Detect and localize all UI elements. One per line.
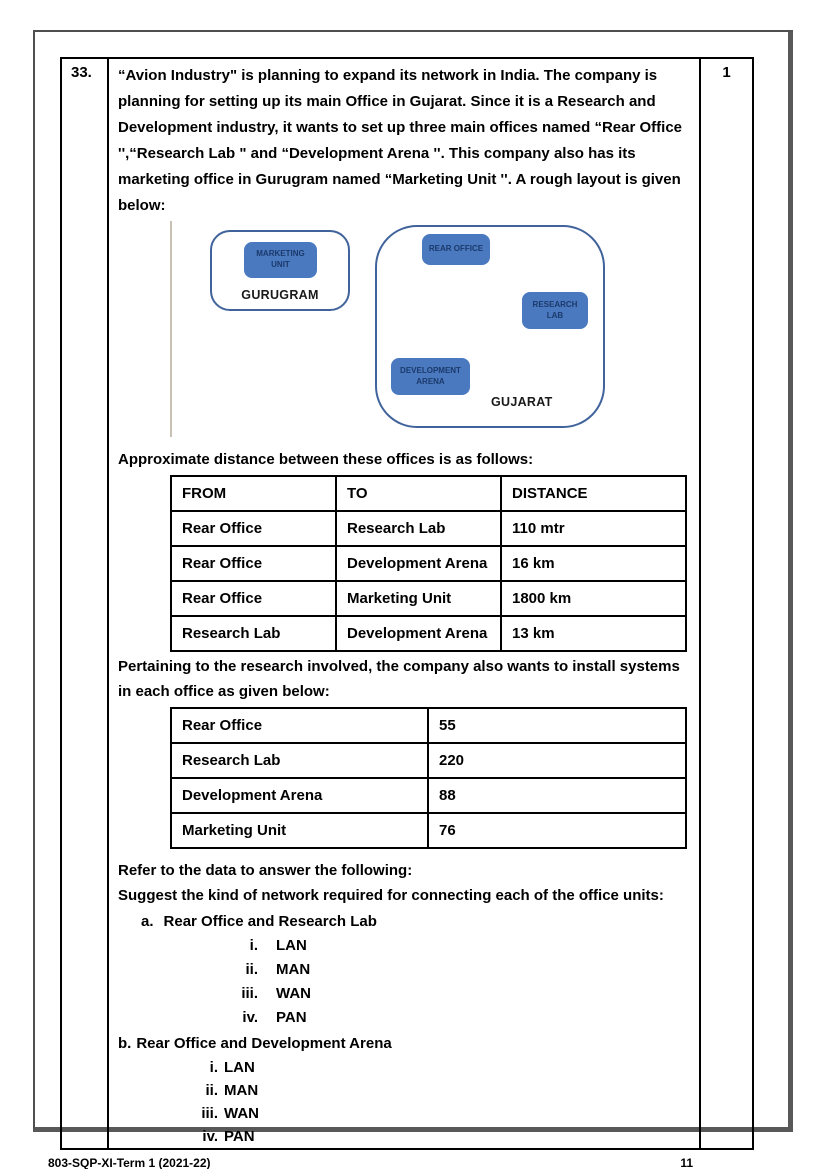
layout-diagram: MARKETING UNIT GURUGRAM REAR OFFICE RESE…: [118, 221, 690, 445]
table-cell: 76: [427, 812, 687, 849]
table-row: Rear Office Marketing Unit 1800 km: [170, 580, 687, 617]
distance-table: FROM TO DISTANCE Rear Office Research La…: [170, 475, 687, 652]
option-item: i. LAN: [118, 1056, 690, 1079]
table-cell: Marketing Unit: [335, 580, 502, 617]
option-item: iii. WAN: [118, 982, 690, 1006]
region-label-gujarat: GUJARAT: [491, 395, 553, 409]
option-label: WAN: [224, 1105, 259, 1122]
column-header-to: TO: [335, 475, 502, 512]
option-numeral: i.: [209, 1059, 218, 1076]
option-numeral: iii.: [201, 1105, 218, 1122]
option-label: PAN: [276, 1009, 307, 1026]
table-header-row: FROM TO DISTANCE: [170, 475, 687, 512]
table-row: Marketing Unit 76: [170, 812, 687, 849]
table-cell: 110 mtr: [500, 510, 687, 547]
table-cell: Research Lab: [170, 742, 429, 779]
table-cell: 220: [427, 742, 687, 779]
question-intro-text: “Avion Industry" is planning to expand i…: [118, 67, 683, 214]
table-cell: Marketing Unit: [170, 812, 429, 849]
table-row: Research Lab 220: [170, 742, 687, 779]
option-numeral: ii.: [245, 961, 258, 978]
option-label: LAN: [224, 1059, 255, 1076]
option-item: ii. MAN: [118, 1079, 690, 1102]
distance-intro-text: Approximate distance between these offic…: [118, 451, 534, 468]
table-cell: Research Lab: [170, 615, 337, 652]
option-label: LAN: [276, 937, 307, 954]
option-numeral: ii.: [205, 1082, 218, 1099]
question-part-a: a. Rear Office and Research Lab: [141, 909, 690, 934]
region-label-gurugram: GURUGRAM: [241, 288, 319, 302]
refer-line: Refer to the data to answer the followin…: [118, 862, 413, 879]
table-cell: 13 km: [500, 615, 687, 652]
table-cell: Development Arena: [335, 545, 502, 582]
office-box-development-arena: DEVELOPMENT ARENA: [391, 358, 470, 395]
option-item: ii. MAN: [118, 958, 690, 982]
column-header-distance: DISTANCE: [500, 475, 687, 512]
table-cell: 88: [427, 777, 687, 814]
marks-value: 1: [722, 64, 731, 81]
option-label: MAN: [224, 1082, 259, 1099]
office-box-marketing-unit: MARKETING UNIT: [244, 242, 317, 278]
table-row: Development Arena 88: [170, 777, 687, 814]
part-a-options: i. LAN ii. MAN iii. WAN iv. PAN: [118, 934, 690, 1030]
column-header-from: FROM: [170, 475, 337, 512]
table-row: Rear Office Research Lab 110 mtr: [170, 510, 687, 547]
option-numeral: iv.: [242, 1009, 258, 1026]
diagram-divider-line: [170, 221, 172, 437]
table-row: Rear Office Development Arena 16 km: [170, 545, 687, 582]
footer-doc-code: 803-SQP-XI-Term 1 (2021-22): [48, 1156, 211, 1169]
suggest-line: Suggest the kind of network required for…: [118, 887, 664, 904]
option-item: i. LAN: [118, 934, 690, 958]
systems-table: Rear Office 55 Research Lab 220 Developm…: [170, 707, 687, 849]
question-row: 33. “Avion Industry" is planning to expa…: [60, 57, 754, 1150]
table-cell: 16 km: [500, 545, 687, 582]
table-cell: 55: [427, 707, 687, 744]
part-b-text: Rear Office and Development Arena: [136, 1035, 392, 1052]
option-numeral: iv.: [202, 1128, 218, 1145]
table-cell: Research Lab: [335, 510, 502, 547]
table-cell: Rear Office: [170, 707, 429, 744]
option-numeral: i.: [249, 937, 258, 954]
region-gujarat: REAR OFFICE RESEARCH LAB DEVELOPMENT ARE…: [375, 225, 605, 428]
table-cell: Rear Office: [170, 580, 337, 617]
question-part-b: b.Rear Office and Development Arena: [118, 1031, 690, 1056]
question-content: “Avion Industry" is planning to expand i…: [107, 59, 701, 1148]
option-label: WAN: [276, 985, 311, 1002]
option-label: PAN: [224, 1128, 255, 1145]
systems-intro-text: Pertaining to the research involved, the…: [118, 658, 680, 700]
part-b-label: b.: [118, 1035, 132, 1052]
option-label: MAN: [276, 961, 311, 978]
table-cell: Rear Office: [170, 545, 337, 582]
option-numeral: iii.: [241, 985, 258, 1002]
option-item: iv. PAN: [118, 1006, 690, 1030]
table-cell: Development Arena: [335, 615, 502, 652]
part-a-text: Rear Office and Research Lab: [163, 913, 377, 930]
option-item: iii. WAN: [118, 1102, 690, 1125]
table-cell: 1800 km: [500, 580, 687, 617]
part-a-label: a.: [141, 913, 154, 930]
table-cell: Development Arena: [170, 777, 429, 814]
option-item: iv. PAN: [118, 1125, 690, 1148]
part-b-options: i. LAN ii. MAN iii. WAN iv. PAN: [118, 1056, 690, 1148]
question-number: 33.: [71, 64, 92, 81]
region-gurugram: MARKETING UNIT GURUGRAM: [210, 230, 350, 311]
page-footer: 803-SQP-XI-Term 1 (2021-22) 11: [48, 1150, 788, 1169]
office-box-research-lab: RESEARCH LAB: [522, 292, 588, 329]
office-box-rear-office: REAR OFFICE: [422, 234, 490, 265]
footer-page-number: 11: [680, 1156, 693, 1169]
table-row: Research Lab Development Arena 13 km: [170, 615, 687, 652]
table-cell: Rear Office: [170, 510, 337, 547]
page-frame: 33. “Avion Industry" is planning to expa…: [33, 30, 793, 1169]
table-row: Rear Office 55: [170, 707, 687, 744]
